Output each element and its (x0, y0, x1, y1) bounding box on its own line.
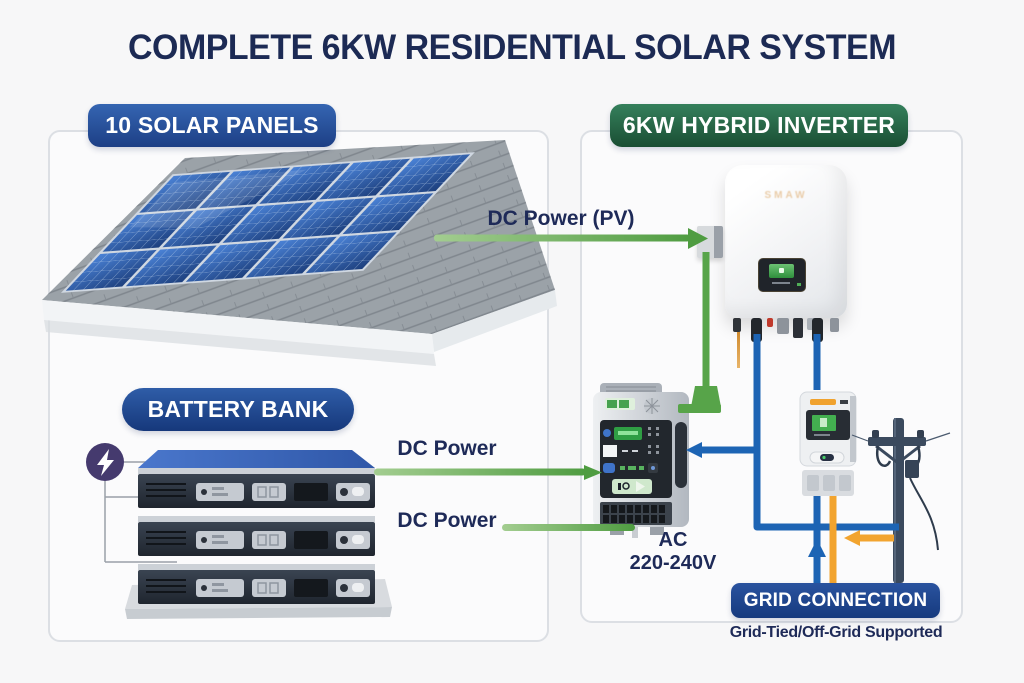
battery-top-surface (138, 450, 375, 468)
roof-fascia-right (432, 290, 557, 352)
connector (767, 318, 773, 327)
junction-box (697, 226, 723, 258)
inverter-brand-label: SMAW (764, 190, 808, 201)
battery-module (138, 564, 375, 604)
connector (733, 318, 741, 332)
label-dc-power-1: DC Power (397, 437, 497, 460)
display-led (797, 283, 801, 286)
label-dc-power-2: DC Power (397, 509, 497, 532)
controller-handle (675, 422, 687, 488)
crossarm (868, 437, 926, 446)
page-title: COMPLETE 6KW RESIDENTIAL SOLAR SYSTEM (128, 28, 896, 67)
badge-battery-bank: BATTERY BANK (122, 388, 354, 431)
inverter-illustration: SMAW (725, 165, 847, 318)
pole-transformer (905, 460, 919, 478)
display-text-line (772, 282, 790, 284)
inverter-connectors (725, 318, 847, 370)
inverter-display (758, 258, 806, 292)
badge-grid-connection: GRID CONNECTION (731, 583, 940, 618)
solar-panel-array (60, 152, 475, 293)
badge-hybrid-inverter: 6KW HYBRID INVERTER (610, 104, 908, 147)
battery-bank-illustration (86, 443, 392, 619)
connector (777, 318, 789, 334)
battery-bolt-badge (86, 443, 124, 481)
label-ac: AC (658, 529, 688, 551)
label-dc-power-pv: DC Power (PV) (487, 207, 635, 230)
utility-pole-illustration (851, 418, 951, 583)
battery-module (138, 468, 375, 508)
meter-orange-stripe (810, 399, 836, 405)
lightning-bolt-icon (97, 449, 114, 476)
connector (751, 318, 762, 342)
label-ac-voltage: AC 220-240V (593, 529, 753, 575)
roof-shadow (44, 320, 436, 366)
label-voltage: 220-240V (629, 552, 717, 574)
connector (812, 318, 823, 342)
controller-power-button (612, 479, 652, 494)
solar-roof-illustration (42, 140, 557, 366)
label-grid-note: Grid-Tied/Off-Grid Supported (729, 624, 943, 641)
roof-fascia (42, 300, 434, 354)
screen-glyph (779, 268, 784, 273)
badge-solar-panels: 10 SOLAR PANELS (88, 104, 336, 147)
battery-module (138, 516, 375, 556)
battery-base-front (125, 607, 392, 619)
antenna (737, 332, 740, 368)
charge-controller-illustration (593, 383, 689, 538)
connector (793, 318, 803, 338)
drop-wire (909, 477, 939, 551)
connector (830, 318, 839, 332)
